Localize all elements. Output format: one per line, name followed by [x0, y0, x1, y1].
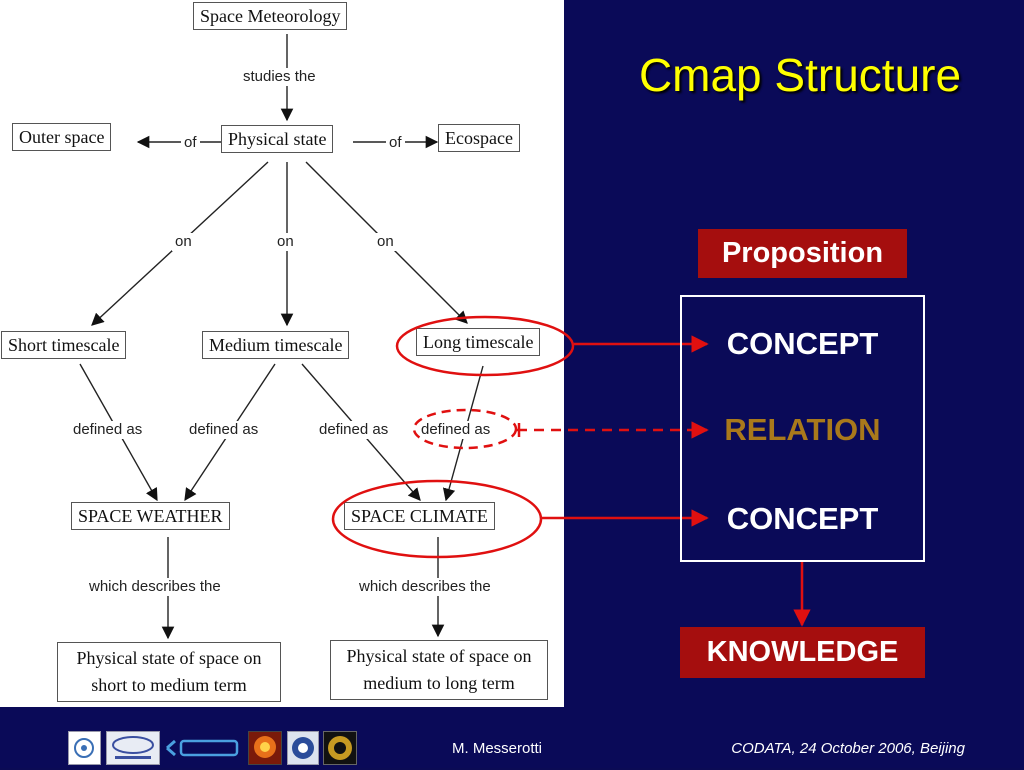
- link-defined-as-3: defined as: [316, 421, 392, 439]
- highlight-long-timescale: [395, 315, 575, 377]
- link-studies-the: studies the: [240, 68, 319, 86]
- highlight-defined-as: [412, 408, 518, 450]
- concept-physical-short-medium: Physical state of space on short to medi…: [57, 642, 281, 702]
- footer-event: CODATA, 24 October 2006, Beijing: [731, 740, 965, 757]
- footer-author: M. Messerotti: [452, 740, 543, 757]
- link-on-left: on: [172, 233, 195, 251]
- concept-ecospace: Ecospace: [438, 124, 520, 152]
- concept-short-timescale: Short timescale: [1, 331, 127, 359]
- link-of-right: of: [386, 134, 405, 152]
- knowledge-badge: KNOWLEDGE: [680, 627, 925, 678]
- concept-space-climate: SPACE CLIMATE: [344, 502, 495, 530]
- link-on-right: on: [374, 233, 397, 251]
- concept-space-meteorology: Space Meteorology: [193, 2, 348, 30]
- link-which-describes-right: which describes the: [356, 578, 494, 596]
- concept-physical-state: Physical state: [221, 125, 334, 153]
- link-of-left: of: [181, 134, 200, 152]
- concept-outer-space: Outer space: [12, 123, 112, 151]
- logo-1: [68, 731, 101, 765]
- concept-label-bottom: CONCEPT: [726, 501, 879, 536]
- highlight-space-climate: [331, 479, 543, 559]
- concept-map-panel: Space Meteorology Outer space Physical s…: [0, 0, 564, 707]
- link-which-describes-left: which describes the: [86, 578, 224, 596]
- logo-6: [323, 731, 357, 765]
- concept-long-timescale: Long timescale: [416, 328, 541, 356]
- link-defined-as-4: defined as: [418, 421, 494, 439]
- link-defined-as-2: defined as: [186, 421, 262, 439]
- asi-logo: [106, 731, 160, 765]
- link-on-center: on: [274, 233, 297, 251]
- proposition-box: [680, 295, 925, 562]
- link-defined-as-1: defined as: [70, 421, 146, 439]
- slide-title: Cmap Structure: [638, 49, 962, 101]
- cost-logo: [163, 731, 243, 765]
- concept-medium-timescale: Medium timescale: [202, 331, 350, 359]
- concept-label-top: CONCEPT: [726, 326, 879, 361]
- concept-space-weather: SPACE WEATHER: [71, 502, 230, 530]
- proposition-badge: Proposition: [698, 229, 907, 278]
- logo-4: [248, 731, 282, 765]
- concept-physical-medium-long: Physical state of space on medium to lon…: [330, 640, 548, 700]
- logo-5: [287, 731, 319, 765]
- relation-label: RELATION: [724, 412, 881, 447]
